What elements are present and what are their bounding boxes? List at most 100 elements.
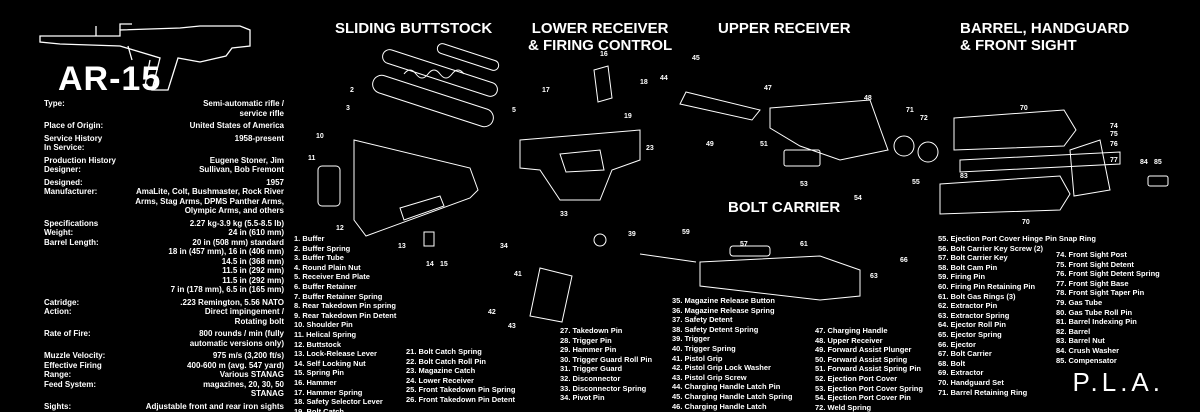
legend-item: 2. Buffer Spring xyxy=(294,243,351,253)
legend-item: 39. Trigger xyxy=(672,334,710,344)
svg-text:5: 5 xyxy=(512,107,516,114)
lower-receiver-parts xyxy=(519,65,641,323)
spec-label: Production History Designer: xyxy=(44,155,117,175)
legend-item: 13. Lock-Release Lever xyxy=(294,349,377,359)
legend-item: 36. Magazine Release Spring xyxy=(672,305,775,315)
svg-text:84: 84 xyxy=(1140,159,1148,166)
legend-item: 53. Ejection Port Cover Spring xyxy=(815,383,923,393)
legend-item: 57. Bolt Carrier Key xyxy=(938,253,1008,263)
legend-item: 48. Upper Receiver xyxy=(815,335,883,345)
heading-sliding-buttstock: SLIDING BUTTSTOCK xyxy=(335,20,493,37)
svg-text:57: 57 xyxy=(740,241,748,248)
svg-text:43: 43 xyxy=(508,323,516,330)
svg-text:3: 3 xyxy=(346,105,350,112)
buttstock-parts xyxy=(317,43,500,247)
svg-text:63: 63 xyxy=(870,273,878,280)
legend-item: 33. Disconnector Spring xyxy=(560,383,647,393)
heading-upper-receiver: UPPER RECEIVER xyxy=(718,20,851,37)
svg-text:34: 34 xyxy=(500,243,508,250)
svg-text:33: 33 xyxy=(560,211,568,218)
legend-item: 17. Hammer Spring xyxy=(294,387,363,397)
legend-item: 16. Hammer xyxy=(294,377,337,387)
legend-item: 15. Spring Pin xyxy=(294,368,345,378)
legend-item: 46. Charging Handle Latch xyxy=(672,401,767,411)
legend-item: 35. Magazine Release Button xyxy=(672,296,775,305)
svg-text:39: 39 xyxy=(628,231,636,238)
specifications-table: Type:Semi-automatic rifle / service rifl… xyxy=(44,99,284,412)
svg-text:44: 44 xyxy=(660,75,668,82)
svg-text:10: 10 xyxy=(316,133,324,140)
legend-item: 44. Charging Handle Latch Pin xyxy=(672,382,781,392)
svg-text:74: 74 xyxy=(1110,123,1118,130)
legend-item: 52. Ejection Port Cover xyxy=(815,373,898,383)
legend-item: 47. Charging Handle xyxy=(815,326,888,335)
legend-item: 8. Rear Takedown Pin spring xyxy=(294,301,396,311)
legend-item: 60. Firing Pin Retaining Pin xyxy=(938,281,1036,291)
legend-item: 12. Buttstock xyxy=(294,339,342,349)
spec-row: Place of Origin: United States of America xyxy=(44,121,284,131)
svg-text:53: 53 xyxy=(800,181,808,188)
heading-bolt-carrier: BOLT CARRIER xyxy=(728,199,841,216)
legend-item: 51. Forward Assist Spring Pin xyxy=(815,364,921,374)
svg-text:45: 45 xyxy=(692,55,700,62)
legend-item: 85. Compensator xyxy=(1056,355,1117,365)
legend-item: 58. Bolt Cam Pin xyxy=(938,262,998,272)
legend-item: 69. Extractor xyxy=(938,368,984,378)
legend-item: 27. Takedown Pin xyxy=(560,326,623,335)
legend-item: 66. Ejector xyxy=(938,339,976,349)
spec-row: Production History Designer:Eugene Stone… xyxy=(44,156,284,175)
svg-text:55: 55 xyxy=(912,179,920,186)
legend-item: 75. Front Sight Detent xyxy=(1056,259,1134,269)
legend-item: 72. Weld Spring xyxy=(815,402,872,412)
svg-text:48: 48 xyxy=(864,95,872,102)
spec-label: Place of Origin: xyxy=(44,121,104,130)
svg-text:41: 41 xyxy=(514,271,522,278)
barrel-parts xyxy=(939,109,1169,215)
legend-item: 11. Helical Spring xyxy=(294,329,357,339)
spec-value: United States of America xyxy=(189,121,284,130)
svg-text:54: 54 xyxy=(854,195,862,202)
legend-item: 78. Front Sight Taper Pin xyxy=(1056,288,1145,298)
legend-item: 34. Pivot Pin xyxy=(560,393,605,403)
legend-item: 80. Gas Tube Roll Pin xyxy=(1056,307,1133,317)
legend-item: 29. Hammer Pin xyxy=(560,345,617,355)
legend-item: 77. Front Sight Base xyxy=(1056,278,1129,288)
brand-logo: P.L.A. xyxy=(1072,367,1164,397)
legend-item: 3. Buffer Tube xyxy=(294,253,344,263)
legend-item: 18. Safety Selector Lever xyxy=(294,397,383,407)
legend-item: 70. Handguard Set xyxy=(938,377,1004,387)
legend-item: 55. Ejection Port Cover Hinge Pin Snap R… xyxy=(938,234,1096,243)
svg-text:70: 70 xyxy=(1020,105,1028,112)
svg-text:72: 72 xyxy=(920,115,928,122)
legend-item: 56. Bolt Carrier Key Screw (2) xyxy=(938,243,1044,253)
legend-item: 32. Disconnector xyxy=(560,373,621,383)
legend-item: 84. Crush Washer xyxy=(1056,345,1120,355)
legend-item: 24. Lower Receiver xyxy=(406,375,474,385)
legend-item: 9. Rear Takedown Pin Detent xyxy=(294,310,397,320)
svg-text:75: 75 xyxy=(1110,131,1118,138)
spec-label: Muzzle Velocity: Effective Firing Range:… xyxy=(44,351,106,389)
heading-barrel-handguard: BARREL, HANDGUARD & FRONT SIGHT xyxy=(960,20,1130,54)
legend-item: 5. Receiver End Plate xyxy=(294,272,370,282)
spec-value: 1958-present xyxy=(234,133,284,143)
legend-item: 45. Charging Handle Latch Spring xyxy=(672,391,793,401)
spec-value: 2.27 kg-3.9 kg (5.5-8.5 lb) 24 in (610 m… xyxy=(168,218,284,295)
legend-item: 30. Trigger Guard Roll Pin xyxy=(560,354,653,364)
legend-item: 31. Trigger Guard xyxy=(560,364,623,374)
spec-value: 975 m/s (3,200 ft/s) 400-600 m (avg. 547… xyxy=(187,351,284,398)
svg-text:66: 66 xyxy=(900,257,908,264)
legend-item: 23. Magazine Catch xyxy=(406,366,476,376)
spec-row: Sights:Adjustable front and rear iron si… xyxy=(44,402,284,412)
legend-item: 50. Forward Assist Spring xyxy=(815,354,908,364)
spec-row: Rate of Fire:800 rounds / min (fully aut… xyxy=(44,329,284,348)
legend-item: 81. Barrel Indexing Pin xyxy=(1056,317,1137,327)
svg-text:2: 2 xyxy=(350,87,354,94)
svg-text:19: 19 xyxy=(624,113,632,120)
legend-item: 62. Extractor Pin xyxy=(938,301,998,311)
legend-item: 1. Buffer xyxy=(294,234,325,243)
spec-label: Rate of Fire: xyxy=(44,329,91,338)
